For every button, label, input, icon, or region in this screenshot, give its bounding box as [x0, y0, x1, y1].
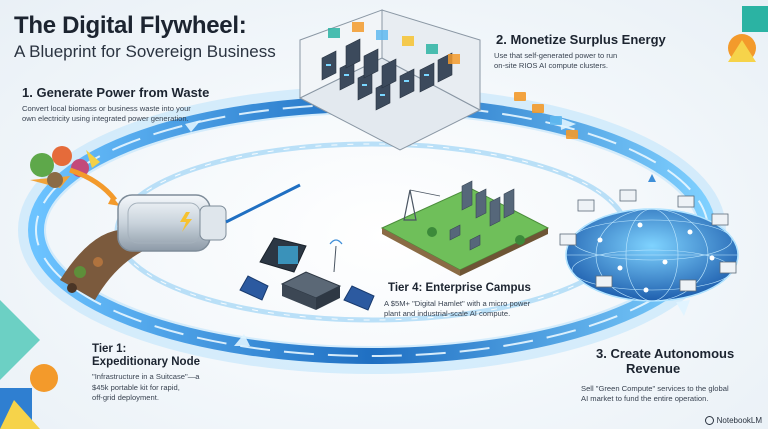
step-1-description: Convert local biomass or business waste … [22, 104, 191, 124]
tier-1-heading: Tier 1: Expeditionary Node [92, 343, 200, 369]
step-1-block: 1. Generate Power from Waste Convert loc… [22, 85, 209, 125]
step-3-block: 3. Create Autonomous Revenue Sell "Green… [581, 346, 735, 405]
step-1-heading: 1. Generate Power from Waste [22, 85, 210, 100]
step-2-block: 2. Monetize Surplus Energy Use that self… [494, 32, 666, 72]
tier-1-description: "Infrastructure in a Suitcase"—a $45k po… [92, 372, 200, 402]
infographic-title: The Digital Flywheel: [14, 12, 247, 39]
brand-label: NotebookLM [716, 416, 762, 425]
infographic-subtitle: A Blueprint for Sovereign Business [14, 42, 276, 61]
tier-1-block: Tier 1: Expeditionary Node "Infrastructu… [92, 343, 200, 403]
waste-generator-illustration [30, 146, 301, 300]
decor-bottom-left [0, 300, 58, 429]
step-3-description: Sell "Green Compute" services to the glo… [581, 384, 729, 404]
tier-4-block: Tier 4: Enterprise Campus A $5M+ "Digita… [384, 282, 531, 320]
holo-icons [328, 22, 460, 64]
step-2-description: Use that self-generated power to run on-… [494, 51, 618, 71]
step-3-heading: 3. Create Autonomous Revenue [596, 346, 735, 376]
decor-top-right [728, 6, 768, 62]
global-network-illustration [559, 174, 739, 302]
notebooklm-logo-icon [704, 416, 714, 425]
step-2-heading: 2. Monetize Surplus Energy [496, 32, 666, 47]
tier-4-heading: Tier 4: Enterprise Campus [388, 282, 531, 294]
tier-4-description: A $5M+ "Digital Hamlet" with a micro pow… [384, 299, 531, 319]
flow-arrows [185, 118, 690, 346]
brand-watermark: NotebookLM [704, 416, 762, 425]
enterprise-campus-illustration [380, 180, 550, 276]
expeditionary-kit-illustration [239, 237, 375, 311]
data-cards [514, 92, 578, 139]
food-waste-pile [30, 146, 100, 188]
server-cluster-illustration [298, 9, 578, 151]
